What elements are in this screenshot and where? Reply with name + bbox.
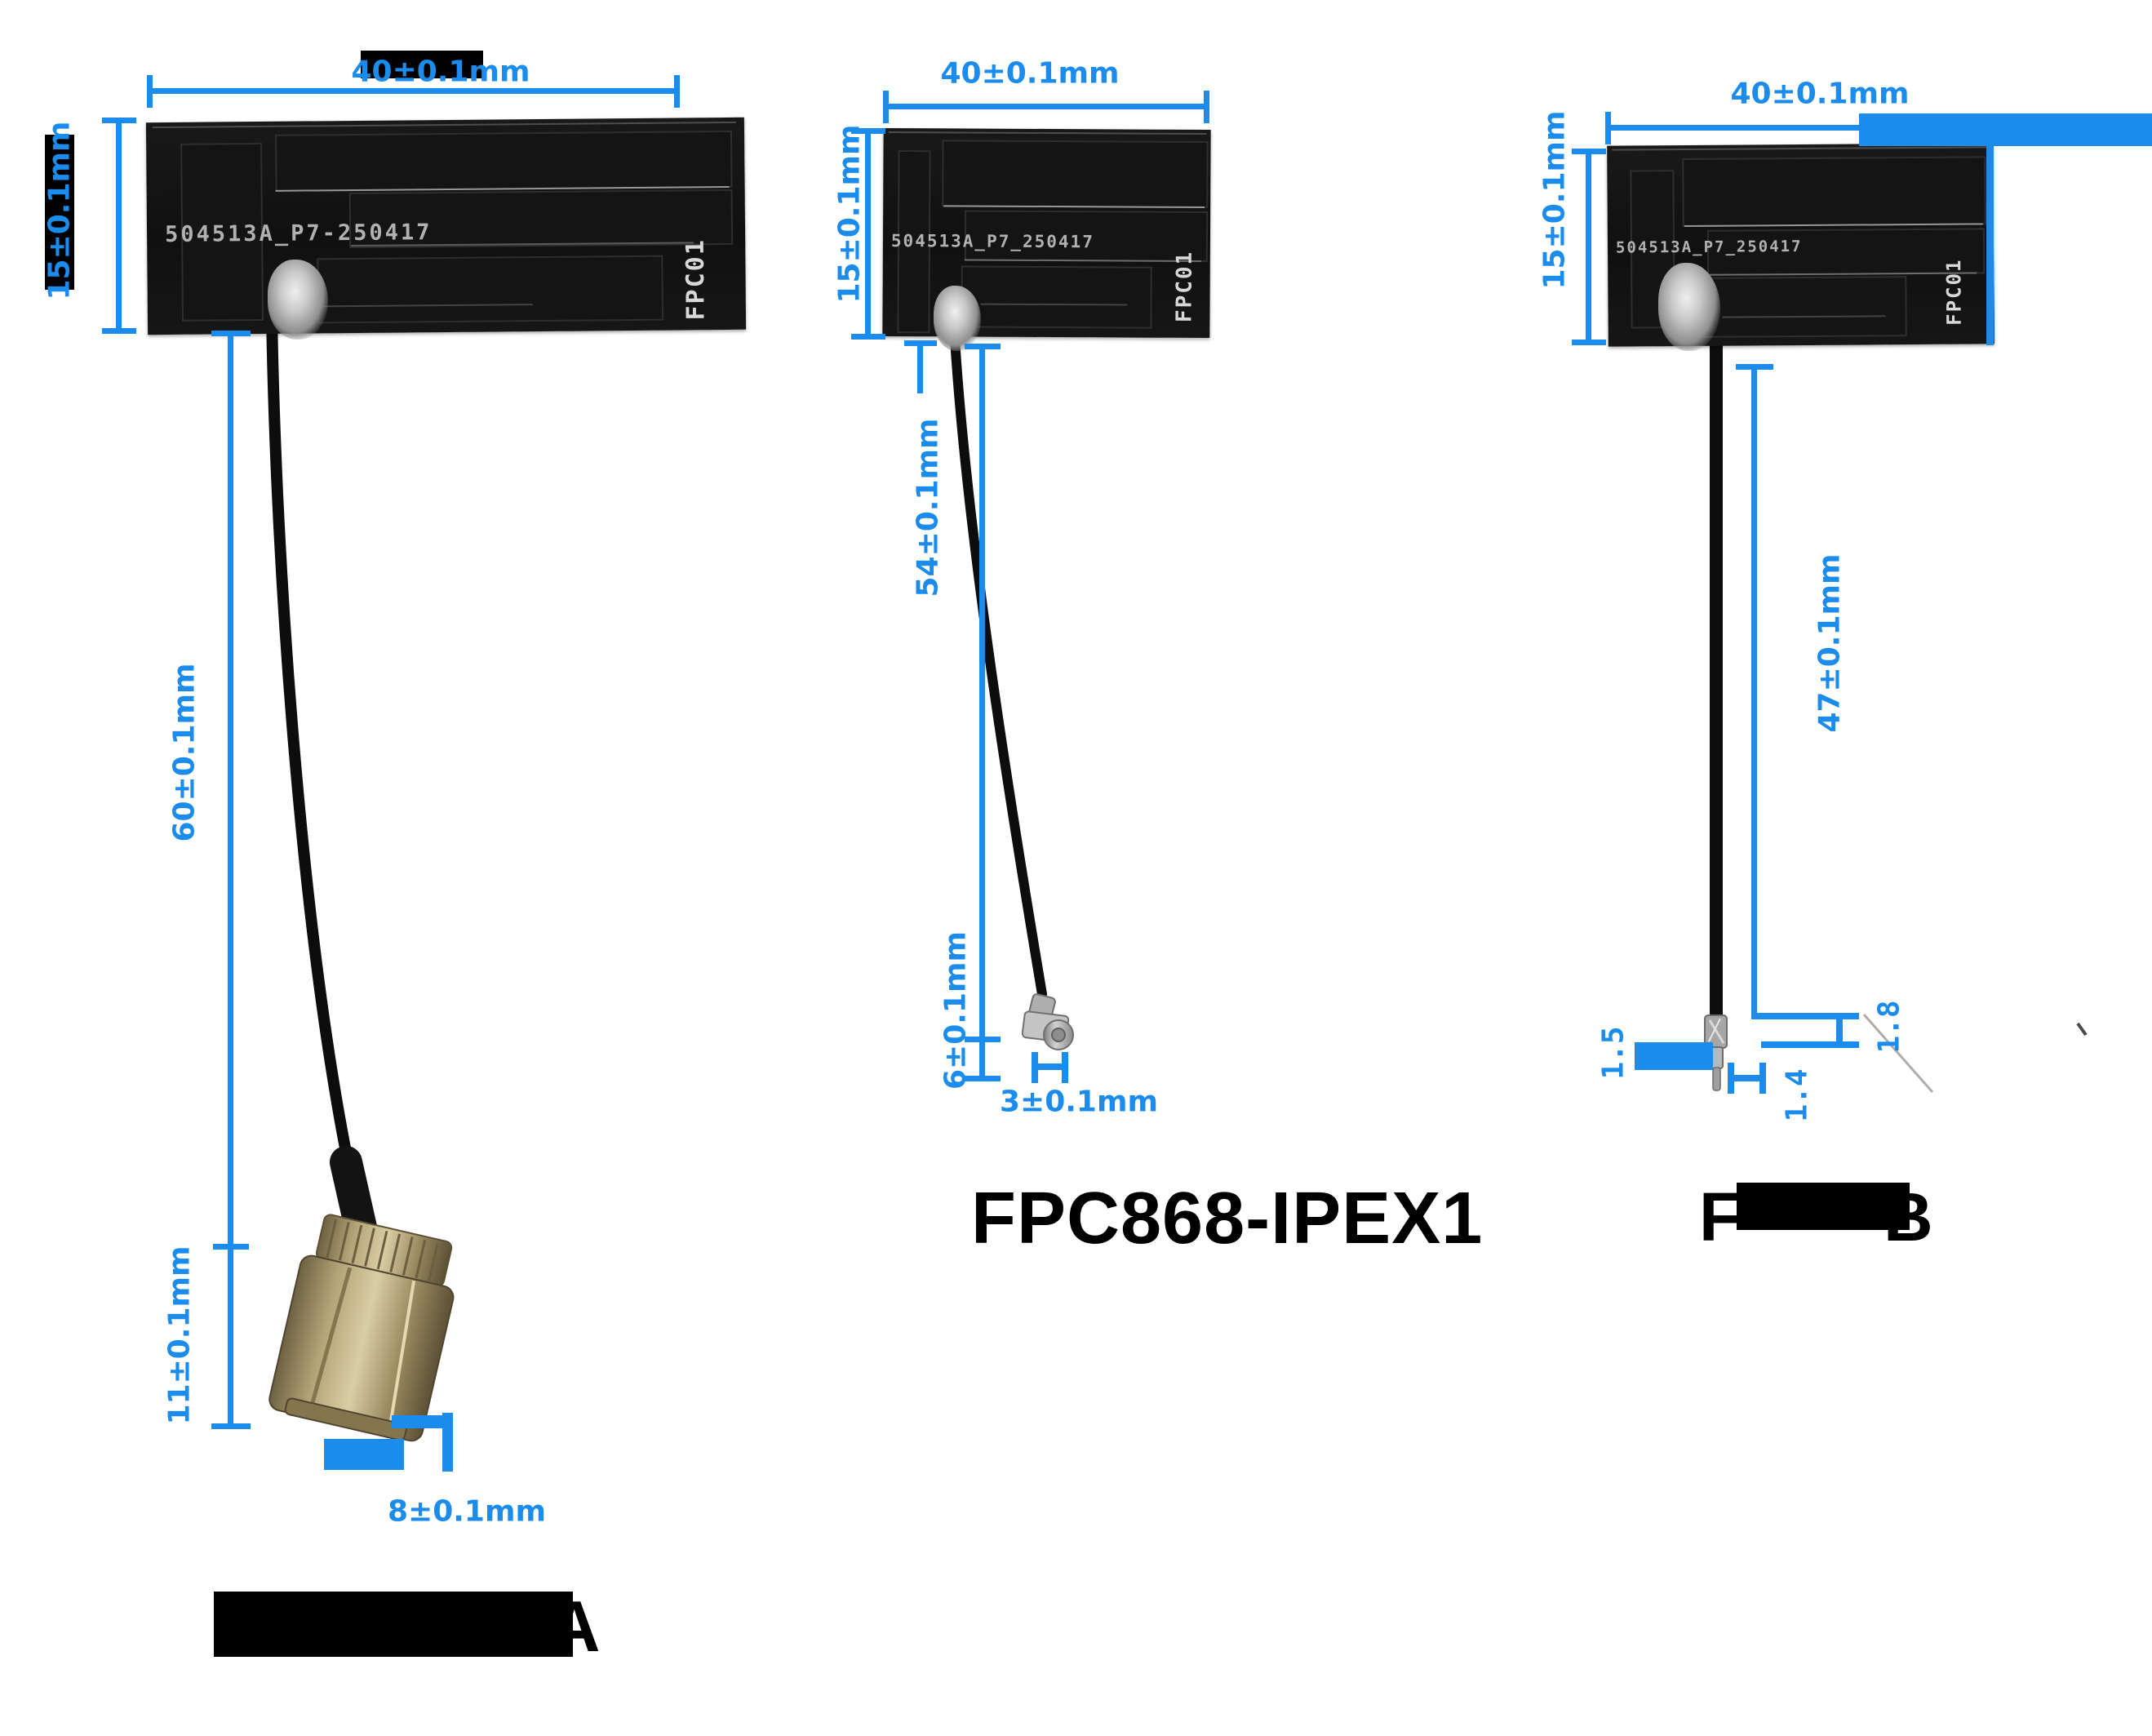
dim-height-label: 15±0.1mm [42,121,77,300]
dim-cap [102,328,136,334]
dim-connector-width-label: 8±0.1mm [387,1494,547,1529]
product-name-redaction [1737,1183,1910,1230]
dim-width-label: 40±0.1mm [940,56,1120,91]
dim-tick [674,75,680,108]
dim-tick [883,91,889,123]
dim-width-line [1608,125,1862,131]
dim-width-label: 40±0.1mm [351,55,530,89]
sma-connector [268,1214,455,1442]
solder-joint [1658,263,1720,351]
antenna-trace [942,140,1209,209]
product-name: FPC868-IPEX1 [971,1178,1484,1259]
dim-tick [147,75,153,108]
dim-width-label: 40±0.1mm [1730,77,1910,111]
board-edge-highlight [152,121,736,129]
board-corner-mark: FPC01 [1172,250,1197,323]
dim-foot-line [1751,1013,1859,1019]
antenna-trace [1682,156,1986,228]
dim-height-line [116,120,122,332]
antenna-trace [1699,276,1907,338]
dim-tip-label: 1.4 [1780,1068,1814,1122]
silkscreen-text: 504513A_P7_250417 [1615,237,1803,257]
dim-cable-line [1751,366,1757,1017]
silkscreen-text: 504513A_P7-250417 [164,220,433,248]
leader-line [1862,1014,1934,1093]
dim-cap [211,331,251,336]
dim-cap [1572,340,1606,345]
dim-cable-label: 54±0.1mm [911,418,945,597]
dim-cable-line [979,346,985,1081]
antenna-trace [275,130,733,192]
stray-mark [2076,1022,2088,1037]
fpc-board: 504513A_P7-250417 FPC01 [145,117,747,335]
center-pin [1712,1067,1721,1091]
cable-left [266,309,383,1269]
dim-strip-label: 1.5 [1596,1026,1631,1080]
highlight-strip [1635,1042,1713,1070]
dim-cap [211,1423,251,1429]
dim-width-line [885,104,1208,109]
dim-cap [1572,149,1606,154]
dim-cable-label: 47±0.1mm [1813,553,1847,733]
dim-bracket-bar [1032,1063,1068,1070]
label-backing [45,135,74,290]
solder-joint [268,260,328,340]
dim-connector-label: 11±0.1mm [162,1245,197,1425]
product-name-redaction [214,1592,573,1657]
dim-stub-line [917,343,923,393]
dim-step-bar [392,1415,452,1428]
board-edge-highlight [888,131,1207,135]
dim-width-line [149,88,678,94]
solder-joint [934,286,981,351]
dim-height-label: 15±0.1mm [1537,110,1572,290]
dim-cross-tick [965,1037,1001,1042]
board-edge-highlight-line [1986,144,1994,345]
antenna-trace [317,255,664,324]
dim-tick [1605,112,1611,144]
highlight-bar [1859,113,2152,146]
dim-tick [442,1413,453,1472]
dim-bracket-bar [1728,1075,1766,1081]
board-edge-highlight [1612,146,1988,151]
dim-cap [965,344,1001,349]
fpc-board: 504513A_P7_250417 FPC01 [882,127,1211,339]
trace-line [943,205,1205,209]
product-name-first-letter: F [1699,1179,1742,1255]
dim-tick [1204,91,1209,123]
dim-connector-width-label: 3±0.1mm [999,1085,1159,1119]
dim-height-line [1586,151,1591,343]
dim-braid-label: 1.8 [1872,1000,1906,1054]
trace-line [964,259,1201,262]
silkscreen-text: 504513A_P7_250417 [890,231,1094,252]
board-corner-mark: FPC01 [681,238,711,321]
ipex-connector [1021,993,1074,1050]
cable-middle [950,334,1047,999]
dim-connector-label: 6±0.1mm [938,930,973,1090]
dim-height-line [865,131,871,337]
dim-tick [1836,1013,1843,1048]
dim-bracket-bar [1761,1041,1859,1048]
dim-cap [965,1076,1001,1081]
label-backing [361,51,483,78]
board-corner-mark: FPC01 [1942,258,1966,326]
dim-cap [851,128,885,134]
dim-height-label: 15±0.1mm [832,124,867,304]
dim-cable-label: 60±0.1mm [167,663,202,842]
dim-cross-tick [213,1244,249,1250]
cable-right [1704,343,1728,1091]
dim-cap [102,118,136,123]
dim-step-bar [324,1439,404,1470]
dim-cable-line [228,333,233,1428]
dim-cap [851,334,885,340]
antenna-trace [961,265,1152,329]
